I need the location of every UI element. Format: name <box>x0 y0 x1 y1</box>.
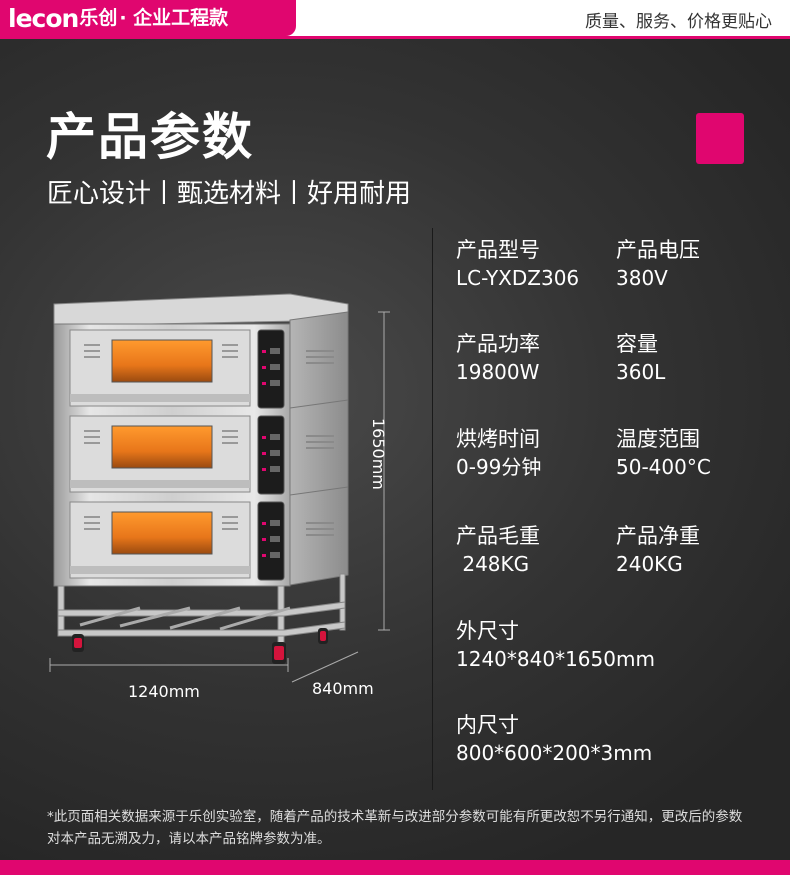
spec-gross-weight: 产品毛重 248KG <box>456 524 540 576</box>
spec-value: 1240*840*1650mm <box>456 647 655 671</box>
oven-image <box>49 293 390 683</box>
spec-label: 产品净重 <box>616 524 700 548</box>
spec-inner-size: 内尺寸 800*600*200*3mm <box>456 713 653 765</box>
spec-value: 50-400°C <box>616 455 711 479</box>
spec-outer-size: 外尺寸 1240*840*1650mm <box>456 619 655 671</box>
spec-value: 240KG <box>616 552 683 576</box>
dimension-height: 1650mm <box>369 418 388 490</box>
accent-square <box>696 113 744 164</box>
brand-subtitle: · 企业工程款 <box>119 6 229 29</box>
page-subtitle: 匠心设计丨甄选材料丨好用耐用 <box>47 179 412 209</box>
footer-accent-bar <box>0 860 790 875</box>
spec-value: 800*600*200*3mm <box>456 741 653 765</box>
spec-label: 容量 <box>616 332 658 356</box>
spec-label: 内尺寸 <box>456 713 519 737</box>
spec-label: 产品功率 <box>456 332 540 356</box>
spec-label: 产品电压 <box>616 238 700 262</box>
spec-bake-time: 烘烤时间 0-99分钟 <box>456 427 542 479</box>
spec-power: 产品功率 19800W <box>456 332 540 384</box>
spec-value: LC-YXDZ306 <box>456 266 580 290</box>
spec-label: 产品型号 <box>456 238 540 262</box>
spec-value: 0-99分钟 <box>456 455 542 479</box>
header-accent-line <box>0 36 790 39</box>
spec-label: 烘烤时间 <box>456 427 540 451</box>
header-slogan: 质量、服务、价格更贴心 <box>585 12 772 32</box>
top-header: lecon 乐创 · 企业工程款 质量、服务、价格更贴心 <box>0 0 790 36</box>
spec-voltage: 产品电压 380V <box>616 238 700 290</box>
spec-temp-range: 温度范围 50-400°C <box>616 427 711 479</box>
brand-tab: lecon 乐创 · 企业工程款 <box>0 0 296 36</box>
spec-value: 360L <box>616 360 666 384</box>
spec-label: 温度范围 <box>616 427 700 451</box>
dimension-width: 1240mm <box>128 682 200 701</box>
brand-logo: lecon <box>8 3 79 33</box>
spec-value: 380V <box>616 266 668 290</box>
brand-name-cn: 乐创 <box>79 6 118 29</box>
spec-net-weight: 产品净重 240KG <box>616 524 700 576</box>
oven-illustration <box>40 290 420 710</box>
page-title: 产品参数 <box>46 108 254 166</box>
spec-value: 248KG <box>456 552 530 576</box>
spec-model: 产品型号 LC-YXDZ306 <box>456 238 580 290</box>
spec-value: 19800W <box>456 360 540 384</box>
vertical-divider <box>432 228 433 790</box>
dimension-depth: 840mm <box>312 679 374 698</box>
spec-label: 产品毛重 <box>456 524 540 548</box>
spec-capacity: 容量 360L <box>616 332 666 384</box>
spec-label: 外尺寸 <box>456 619 519 643</box>
footnote: *此页面相关数据来源于乐创实验室，随着产品的技术革新与改进部分参数可能有所更改恕… <box>47 809 743 847</box>
